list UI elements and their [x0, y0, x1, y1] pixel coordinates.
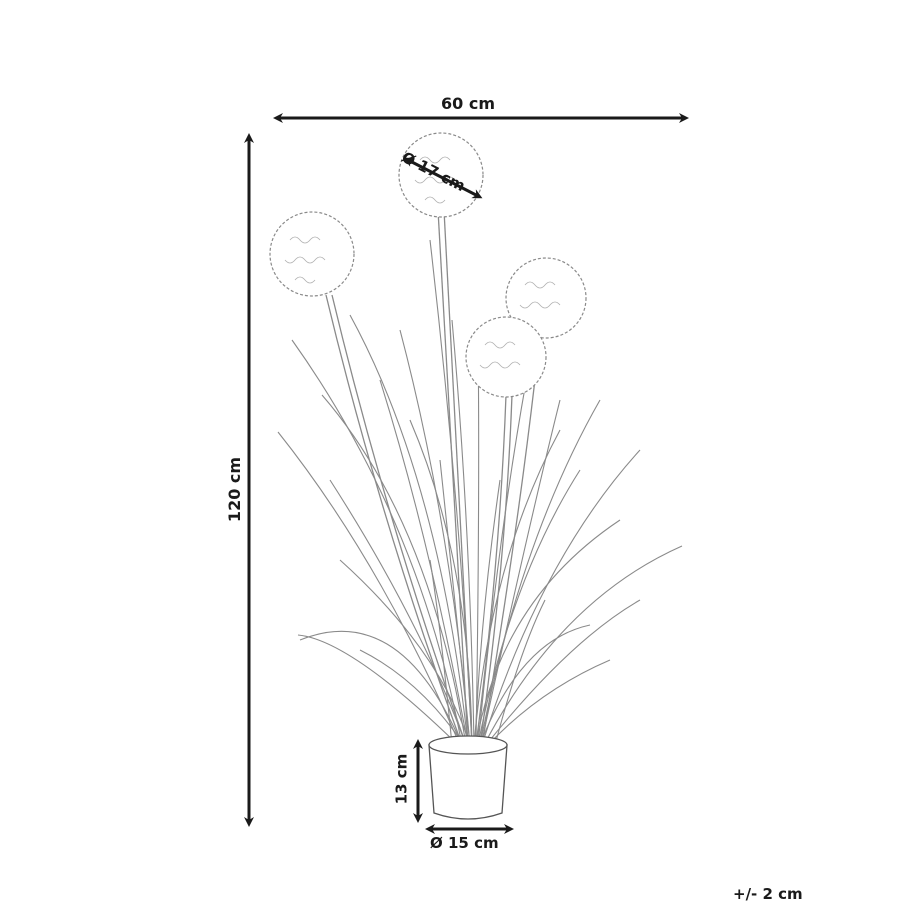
flower-head-middle [465, 316, 547, 398]
width-label: 60 cm [441, 94, 495, 113]
flower-head-right [505, 257, 587, 339]
flower-diameter-arrow [403, 157, 483, 199]
pot-diameter-label: Ø 15 cm [430, 834, 499, 852]
flower-head-left [269, 211, 355, 297]
grass-leaves [277, 239, 683, 746]
flower-stems [325, 209, 541, 746]
tolerance-label: +/- 2 cm [733, 885, 803, 903]
pot-height-label: 13 cm [392, 753, 411, 805]
pot [428, 735, 508, 820]
height-label: 120 cm [225, 456, 245, 523]
